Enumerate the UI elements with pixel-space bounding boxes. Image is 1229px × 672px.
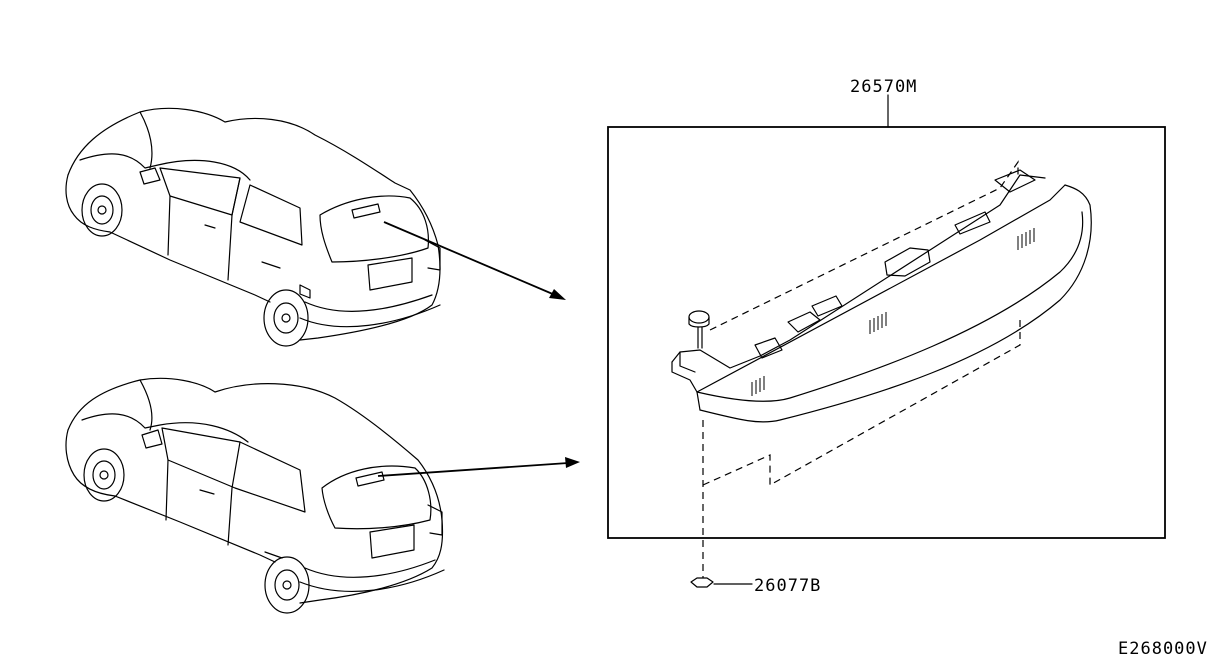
diagram-code-label: E268000V <box>1118 639 1208 659</box>
arrow-head-icon <box>549 289 566 300</box>
car-5-door-illustration <box>65 107 441 347</box>
detail-frame <box>607 126 1166 539</box>
nut-part-label: 26077B <box>754 576 821 596</box>
pointer-arrows <box>377 221 580 477</box>
car-3-door-illustration <box>65 377 445 614</box>
assembly-part-label: 26570M <box>850 77 917 97</box>
nut-part <box>690 577 753 588</box>
arrow-head-icon <box>565 457 580 468</box>
stop-lamp-assembly <box>671 160 1092 578</box>
